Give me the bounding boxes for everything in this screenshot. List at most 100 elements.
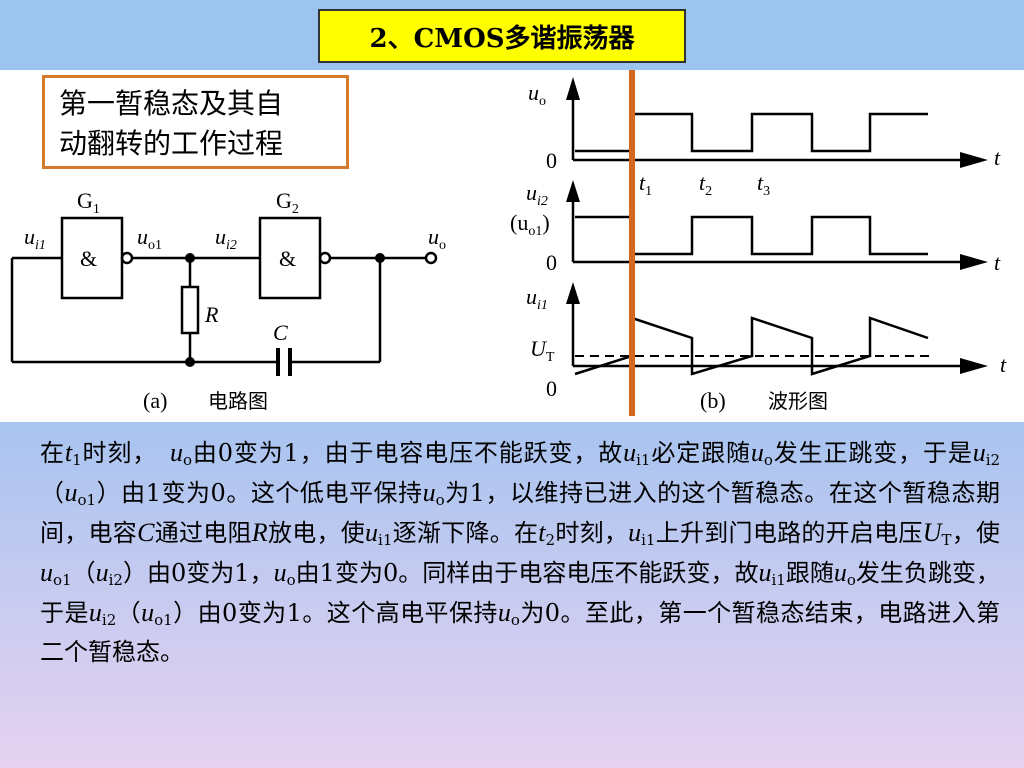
junction-uo [375, 253, 385, 263]
label-uo: uo [428, 224, 446, 253]
paragraph-text: 逐渐下降。在 [392, 519, 539, 547]
italic-symbol: u [623, 438, 637, 467]
label-c: C [273, 320, 288, 345]
arrow-uo-value [566, 77, 580, 100]
label-b: (b) [700, 388, 726, 413]
label-ui2: ui2 [215, 224, 237, 253]
italic-symbol: C [137, 518, 155, 547]
subscript-text: i2 [108, 571, 123, 589]
italic-symbol: u [628, 518, 642, 547]
subscript-text: o [846, 571, 856, 589]
italic-symbol: u [88, 598, 102, 627]
gate-g1-bubble [120, 251, 134, 265]
subscript-text: i2 [101, 611, 117, 629]
paragraph-text: 发生正跳变，于是 [772, 439, 973, 467]
label-ui1: ui1 [24, 224, 46, 253]
paragraph-text: 在 [40, 439, 65, 467]
italic-symbol: u [95, 558, 109, 587]
paragraph-text: （ [40, 479, 65, 507]
paragraph-text: 为1，以维持已进入的这个暂稳态。在这个暂稳态期间，电容 [40, 479, 1000, 547]
paragraph-text: 必定跟随 [650, 439, 751, 467]
subscript-text: i1 [641, 531, 656, 549]
italic-symbol: u [833, 558, 847, 587]
label-wave-uo1: (uo1) [510, 210, 550, 239]
subscript-text: o [286, 571, 296, 589]
paragraph-text: 通过电阻 [154, 519, 252, 547]
italic-symbol: u [64, 478, 78, 507]
label-a: (a) [143, 388, 167, 413]
label-t3: t3 [757, 170, 770, 199]
arrow-ui1-time [960, 358, 988, 374]
caption-line-1: 第一暂稳态及其自 [59, 87, 284, 120]
label-circuit-text: 电路图 [208, 389, 268, 413]
paragraph-text: 由1变为0。同样由于电容电压不能跃变，故 [295, 559, 759, 587]
italic-symbol: u [758, 558, 772, 587]
paragraph-text: 上升到门电路的开启电压 [655, 519, 923, 547]
paragraph-text: （ [71, 559, 96, 587]
italic-symbol: u [750, 438, 764, 467]
subscript-text: o [183, 451, 193, 469]
axis-arrows [566, 77, 988, 374]
paragraph-text: 放电，使 [267, 519, 366, 547]
italic-symbol: R [251, 518, 268, 547]
gate2-label: G2 [276, 188, 299, 217]
label-t2: t2 [699, 170, 712, 199]
subscript-text: i1 [771, 571, 786, 589]
italic-symbol: u [422, 478, 436, 507]
label-uo1: uo1 [137, 224, 162, 253]
gate2-and-symbol: & [279, 246, 296, 271]
gate1-and-symbol: & [80, 246, 97, 271]
label-ut: UT [530, 336, 555, 365]
junction-bottom [185, 357, 195, 367]
paragraph-text: 为0。至此，第一个暂稳态结束，电路进入第二个暂稳态。 [40, 599, 1001, 666]
italic-symbol: U [922, 518, 942, 547]
label-r: R [204, 302, 219, 327]
subscript-text: T [941, 531, 952, 549]
circuit-diagram [10, 216, 438, 376]
label-t-ui1: t [1000, 352, 1007, 377]
paragraph-text: ）由0变为1。这个高电平保持 [172, 599, 498, 627]
italic-symbol: u [40, 558, 53, 587]
caption-line-2: 动翻转的工作过程 [59, 127, 284, 160]
junction-uo1 [185, 253, 195, 263]
subscript-text: o1 [53, 571, 72, 589]
label-waveform-text: 波形图 [768, 389, 828, 413]
italic-symbol: u [365, 518, 379, 547]
italic-symbol: u [972, 438, 986, 467]
italic-symbol: u [141, 598, 155, 627]
subscript-text: 2 [545, 531, 556, 549]
subscript-text: i1 [636, 451, 651, 469]
paragraph-text: ）由1变为0。这个低电平保持 [96, 479, 423, 507]
arrow-uo-time [960, 152, 988, 168]
italic-symbol: u [497, 598, 511, 627]
label-wave-uo: uo [528, 80, 546, 109]
label-wave-ui1: ui1 [526, 284, 548, 313]
arrow-ui1-value [566, 282, 580, 304]
resistor-r [180, 285, 200, 335]
gate-g2-bubble [318, 251, 332, 265]
waveform-ui2 [575, 215, 928, 256]
label-zero-ui2: 0 [546, 250, 557, 275]
subscript-text: o1 [77, 491, 97, 509]
paragraph-text: 时刻， [81, 439, 171, 467]
subscript-text: o [763, 451, 773, 469]
subscript-text: 1 [72, 451, 82, 469]
terminal-uo [424, 251, 438, 265]
subscript-text: o [435, 491, 445, 509]
explanation-paragraph: 在t1时刻， uo由0变为1，由于电容电压不能跃变，故ui1必定跟随uo发生正跳… [40, 433, 1000, 672]
slide-title: 2、CMOS多谐振荡器 [318, 9, 686, 63]
waveform-uo [575, 112, 928, 153]
paragraph-text: 跟随 [785, 559, 834, 587]
italic-symbol: t [64, 438, 73, 467]
label-zero-ui1: 0 [546, 376, 557, 401]
paragraph-text: 由0变为1，由于电容电压不能跃变，故 [192, 439, 624, 467]
subscript-text: i2 [985, 451, 1001, 469]
italic-symbol: u [170, 438, 184, 467]
paragraph-text: 时刻， [555, 519, 629, 547]
caption-box: 第一暂稳态及其自 动翻转的工作过程 [42, 75, 349, 169]
label-wave-ui2: ui2 [526, 180, 548, 209]
label-zero-uo: 0 [546, 148, 557, 173]
gate1-label: G1 [77, 188, 100, 217]
slide-title-text: 2、CMOS多谐振荡器 [369, 23, 635, 54]
label-t-ui2: t [994, 250, 1001, 275]
